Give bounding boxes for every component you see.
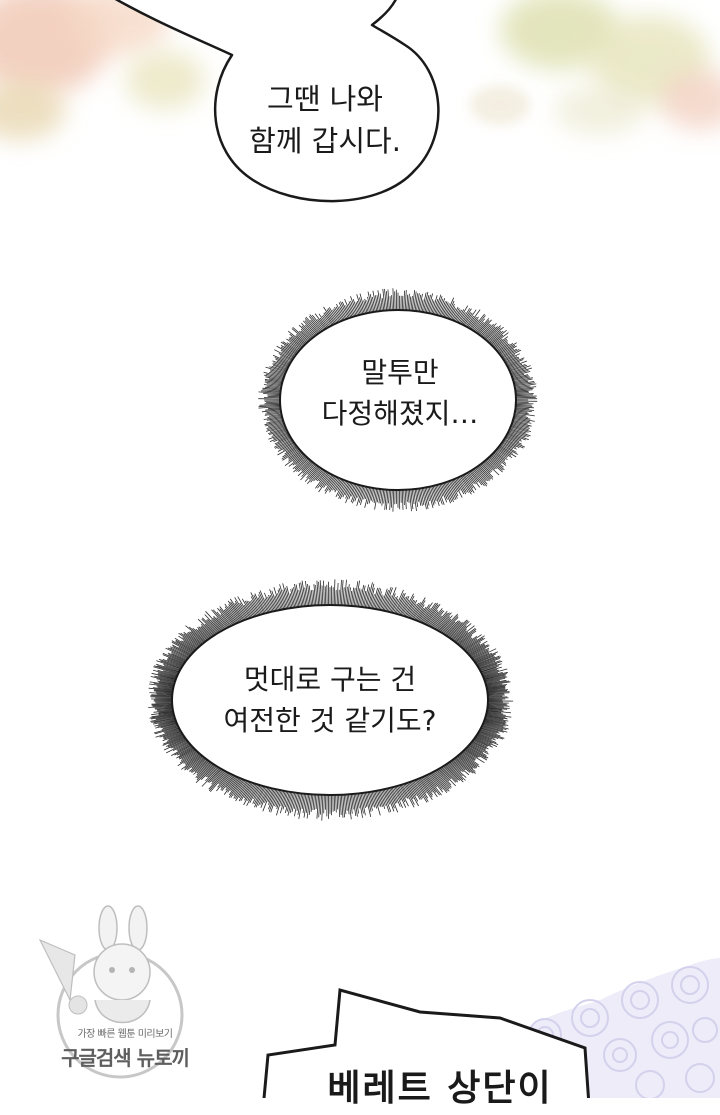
thought-two-line-1: 멋대로 구는 건: [243, 663, 417, 696]
thought-bubble-two-text: 멋대로 구는 건 여전한 것 같기도?: [175, 660, 485, 741]
speech-bubble-top-text: 그땐 나와 함께 갑시다.: [220, 78, 430, 162]
thought-two-line-2: 여전한 것 같기도?: [223, 703, 437, 737]
speech-line-2: 함께 갑시다.: [249, 124, 401, 159]
thought-one-line-2: 다정해졌지…: [321, 396, 479, 430]
thought-bubble-body: [171, 604, 489, 796]
thought-bubble-one-text: 말투만 다정해졌지…: [290, 353, 510, 434]
shout-bubble-bottom-text: 베레트 상단이: [290, 1063, 590, 1115]
site-watermark: 가장 빠른 웹툰 미리보기 구글검색 뉴토끼: [30, 1025, 220, 1071]
watermark-mascot: [38, 905, 184, 1079]
shout-bubble-bottom: [262, 988, 590, 1098]
shout-line-1: 베레트 상단이: [327, 1068, 553, 1109]
speech-bubble-top: [114, 0, 440, 203]
speech-line-1: 그땐 나와: [267, 82, 383, 116]
watermark-tagline: 가장 빠른 웹툰 미리보기: [77, 1029, 173, 1040]
watermark-brand: 구글검색 뉴토끼: [61, 1046, 190, 1070]
thought-bubble-two: [148, 579, 514, 821]
thought-bubble-one: [258, 288, 538, 512]
thought-bubble-fringe: [258, 288, 538, 512]
thought-one-line-1: 말투만: [361, 356, 439, 389]
flower-background: [0, 0, 720, 140]
thought-bubble-body: [279, 309, 517, 491]
thought-bubble-fringe: [148, 579, 514, 821]
